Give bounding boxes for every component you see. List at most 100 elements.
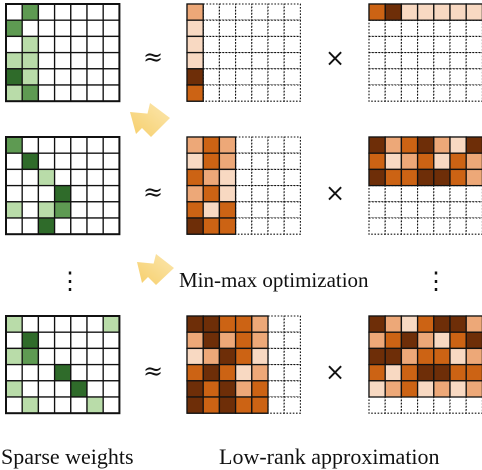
left-factor-cell [283,35,301,54]
right-factor-matrix-3 [368,315,482,414]
sparse-matrix-2 [5,136,121,236]
right-factor-cell [368,84,386,102]
sparse-cell-filled [5,68,23,86]
sparse-cell-filled [21,380,40,398]
right-factor-cell-filled [384,136,403,154]
sparse-cell-filled [53,152,72,171]
sparse-cell-filled [53,136,72,154]
right-factor-cell-filled [449,331,467,350]
left-factor-cell-filled [186,201,204,219]
right-factor-cell [384,201,402,219]
right-factor-cell [384,52,402,70]
left-factor-cell-filled [234,380,253,398]
sparse-cell-filled [5,35,23,54]
left-factor-cell-filled [202,380,221,398]
left-factor-cell [251,152,269,170]
right-factor-cell-filled [433,315,451,333]
sparse-cell-filled [37,347,56,366]
right-factor-cell-filled [400,168,419,187]
right-factor-cell [465,52,482,70]
arrows [130,103,174,285]
left-factor-cell [283,185,301,203]
sparse-cell-filled [21,184,40,203]
right-factor-cell-filled [465,136,482,154]
sparse-cell-filled [70,3,88,21]
right-factor-cell [417,217,435,235]
sparse-cell-filled [86,201,104,219]
sparse-cell-filled [86,51,104,70]
right-factor-cell-filled [368,380,386,398]
left-factor-cell-filled [202,152,221,171]
right-factor-matrix-1 [368,3,482,102]
right-factor-cell-filled [433,331,451,350]
right-factor-cell-filled [433,3,451,21]
sparse-cell-filled [21,19,40,38]
sparse-cell-filled [70,68,88,86]
right-factor-cell-filled [465,168,482,187]
right-factor-cell [449,217,467,235]
sparse-cell-filled [86,331,104,350]
left-factor-cell-filled [186,68,204,86]
right-factor-cell [449,84,467,102]
sparse-cell-filled [5,363,23,382]
left-factor-cell [235,201,253,219]
left-factor-cell-filled [202,347,221,366]
right-factor-matrix-2 [368,136,482,235]
left-factor-cell [235,152,253,170]
sparse-cell-filled [21,331,40,350]
left-factor-cell-filled [234,396,253,414]
sparse-cell-filled [86,380,104,398]
sparse-matrix-border [5,315,121,415]
right-factor-cell-filled [368,3,386,21]
right-factor-cell-filled [368,331,386,350]
sparse-cell-filled [21,68,40,86]
left-factor-cell [283,331,301,349]
right-factor-cell [400,68,419,86]
sparse-cell-filled [86,136,104,154]
left-factor-cell-filled [186,84,204,102]
sparse-cell-filled [86,19,104,38]
sparse-cell-filled [86,347,104,366]
sparse-matrix-border [5,136,121,236]
sparse-cell-filled [5,331,23,350]
left-factor-cell-filled [202,217,221,235]
right-factor-cell [400,84,419,102]
matrix-grids [5,3,482,415]
label-minmax-optimization: Min-max optimization [179,268,369,292]
left-factor-cell [251,3,269,21]
sparse-cell-filled [53,51,72,70]
sparse-cell-filled [53,68,72,86]
sparse-cell-filled [37,152,56,171]
sparse-cell-filled [86,152,104,171]
left-factor-cell-filled [218,363,237,382]
sparse-cell-filled [70,152,88,171]
left-factor-cell [202,35,220,54]
right-factor-cell [400,185,419,203]
sparse-cell-filled [21,347,40,366]
right-factor-cell-filled [449,347,467,366]
right-factor-cell-filled [400,347,419,366]
sparse-cell-filled [37,331,56,350]
left-factor-cell [283,3,301,21]
right-factor-cell-filled [368,168,386,187]
sparse-cell-filled [70,363,88,382]
left-factor-cell-filled [218,217,237,235]
sparse-cell-filled [70,84,88,102]
right-factor-cell [433,68,451,86]
left-factor-cell [202,84,220,102]
left-factor-cell-filled [218,347,237,366]
right-factor-cell-filled [384,3,403,21]
left-factor-cell [267,201,285,219]
right-factor-cell [384,68,402,86]
right-factor-cell-filled [465,315,482,333]
left-factor-cell-filled [234,347,253,366]
sparse-cell-filled [70,331,88,350]
sparse-cell-filled [37,84,56,102]
left-factor-cell [283,347,301,366]
sparse-cell-filled [53,347,72,366]
sparse-cell-filled [102,168,121,187]
left-factor-cell-filled [218,331,237,350]
sparse-cell-filled [37,3,56,21]
sparse-cell-filled [53,315,72,333]
sparse-cell-filled [70,19,88,38]
